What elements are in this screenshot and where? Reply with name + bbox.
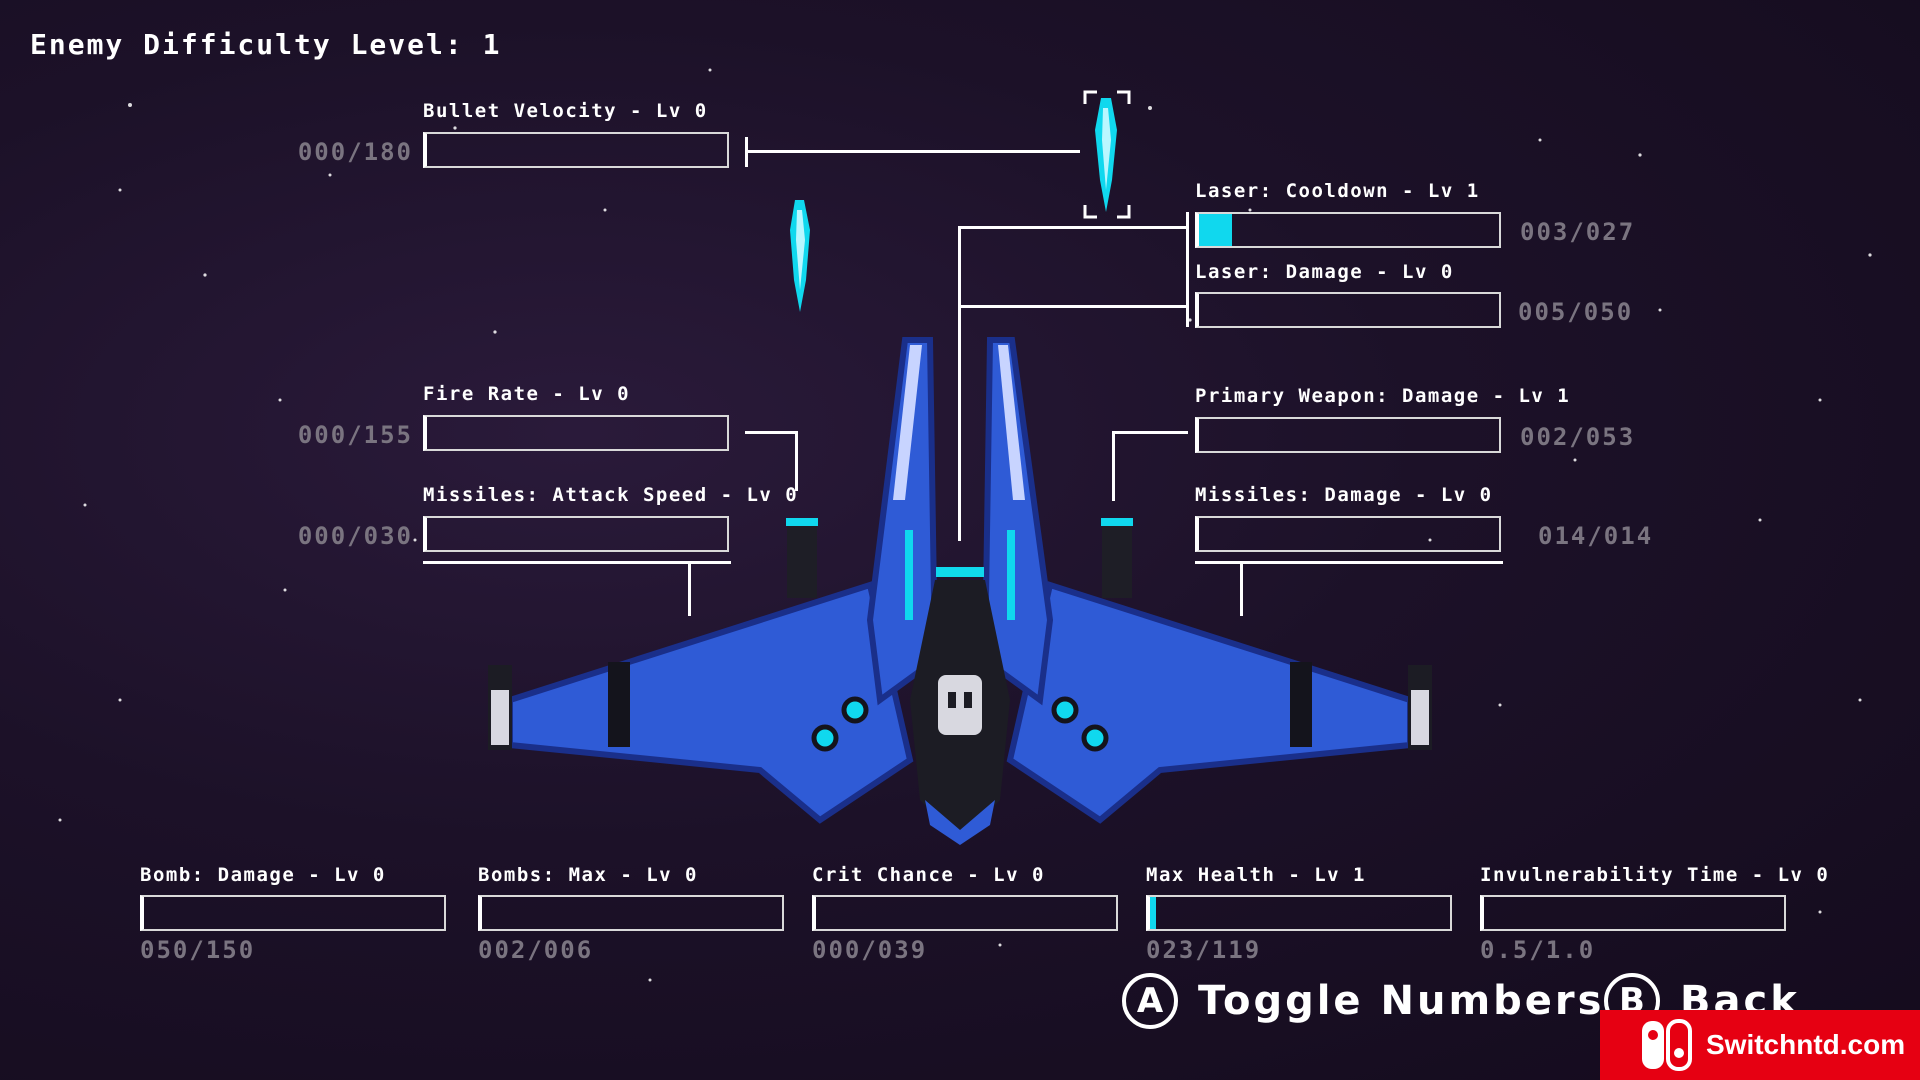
connector-line [1112,431,1188,434]
upgrade-progress-bar [812,895,1118,931]
connector-line [795,431,798,491]
watermark-text: Switchntd.com [1706,1029,1906,1060]
upgrade-progress-bar [1195,212,1501,248]
watermark-banner: Switchntd.com [1600,1010,1920,1080]
upgrade-progress-bar [1195,417,1501,453]
upgrade-label: Fire Rate - Lv 0 [423,383,631,405]
connector-line [745,431,797,434]
upgrade-value: 023/119 [1146,936,1262,964]
upgrade-value: 000/039 [812,936,928,964]
upgrade-label: Invulnerability Time - Lv 0 [1480,864,1830,886]
upgrade-value: 000/180 [297,138,413,166]
upgrade-value: 003/027 [1520,218,1636,246]
upgrade-progress-bar [478,895,784,931]
upgrade-value: 050/150 [140,936,256,964]
connector-line [1195,561,1503,564]
connector-line [958,226,961,541]
upgrade-progress-bar [423,516,729,552]
switch-logo-icon [1642,1019,1692,1071]
upgrade-progress-bar [1146,895,1452,931]
upgrade-value: 0.5/1.0 [1480,936,1596,964]
laser-projectile-icon [790,200,810,312]
upgrade-progress-bar [1195,292,1501,328]
upgrade-value: 014/014 [1538,522,1654,550]
upgrade-label: Laser: Damage - Lv 0 [1195,261,1454,283]
progress-fill [1199,214,1232,246]
connector-line [423,561,731,564]
upgrade-label: Max Health - Lv 1 [1146,864,1366,886]
upgrade-value: 000/030 [297,522,413,550]
connector-line [745,150,1080,153]
a-button-icon[interactable]: A [1122,973,1178,1029]
upgrade-progress-bar [1480,895,1786,931]
connector-line [1186,212,1189,327]
page-title: Enemy Difficulty Level: 1 [30,28,502,61]
upgrade-label: Missiles: Attack Speed - Lv 0 [423,484,799,506]
upgrade-label: Bomb: Damage - Lv 0 [140,864,386,886]
toggle-numbers-button[interactable]: Toggle Numbers [1198,978,1605,1024]
connector-line [1112,431,1115,501]
upgrade-progress-bar [423,132,729,168]
connector-line [688,561,691,616]
upgrade-label: Bullet Velocity - Lv 0 [423,100,708,122]
progress-fill [1150,897,1156,929]
upgrade-label: Missiles: Damage - Lv 0 [1195,484,1493,506]
upgrade-value: 002/006 [478,936,594,964]
connector-line [1240,561,1243,616]
upgrade-progress-bar [1195,516,1501,552]
upgrade-value: 005/050 [1518,298,1634,326]
selected-laser-projectile-icon [1083,90,1131,219]
upgrade-progress-bar [423,415,729,451]
upgrade-value: 000/155 [297,421,413,449]
upgrade-progress-bar [140,895,446,931]
upgrade-label: Laser: Cooldown - Lv 1 [1195,180,1480,202]
upgrade-label: Crit Chance - Lv 0 [812,864,1045,886]
player-ship [488,90,1432,845]
upgrade-label: Bombs: Max - Lv 0 [478,864,698,886]
connector-line [958,226,1186,229]
upgrade-value: 002/053 [1520,423,1636,451]
connector-line [958,305,1186,308]
connector-line [745,137,748,167]
upgrade-label: Primary Weapon: Damage - Lv 1 [1195,385,1571,407]
